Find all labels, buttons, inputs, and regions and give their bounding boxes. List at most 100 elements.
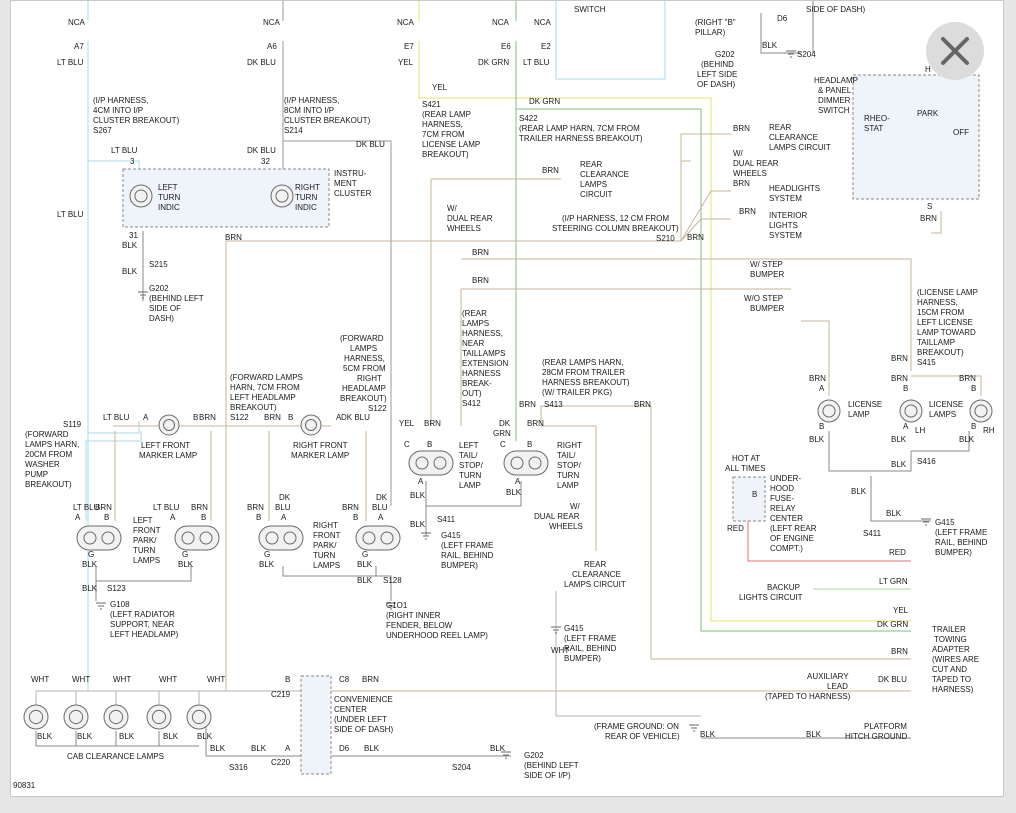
g415-lower-ground-symbol [551, 626, 561, 634]
cab-clearance-lamp-1-filament [28, 709, 44, 725]
left-front-marker-lamp [158, 414, 180, 436]
diagram-label: BRN [920, 214, 937, 223]
diagram-label: RIGHT FRONT [293, 441, 348, 450]
diagram-label: (REAR LAMP HARN, 7CM FROM [519, 124, 640, 133]
diagram-label: YEL [398, 58, 414, 67]
diagram-label: 15CM FROM [917, 308, 964, 317]
diagram-label: TOWING [934, 635, 967, 644]
right-front-park-turn-lamp-2-bulb-b [380, 531, 394, 545]
diagram-label: TAIL/ [557, 451, 576, 460]
diagram-label: 7CM FROM [422, 130, 465, 139]
diagram-label: LICENSE [848, 400, 882, 409]
diagram-label: DK BLU [356, 140, 385, 149]
diagram-label: (REAR LAMP [422, 110, 471, 119]
diagram-label: HARN, 7CM FROM [230, 383, 300, 392]
diagram-label: PUMP [25, 470, 48, 479]
diagram-label: B [104, 513, 109, 522]
diagram-label: LT BLU [153, 503, 180, 512]
diagram-label: BLK [891, 435, 907, 444]
diagram-label: S128 [383, 576, 402, 585]
diagram-label: BREAKOUT) [340, 394, 387, 403]
cab-clearance-lamp-2 [63, 704, 89, 730]
diagram-label: INSTRU- [334, 169, 367, 178]
wire [911, 431, 970, 452]
diagram-label: BRN [472, 276, 489, 285]
wire [870, 476, 931, 522]
diagram-label: DK [279, 493, 291, 502]
diagram-label: G [264, 550, 270, 559]
diagram-label: (FORWARD [25, 430, 69, 439]
diagram-label: HITCH GROUND [845, 732, 907, 741]
license-lamp-rh-filament [974, 404, 988, 418]
wire [931, 211, 942, 234]
diagram-label: BRN [225, 233, 242, 242]
diagram-label: BRN [264, 413, 281, 422]
diagram-label: BLK [809, 435, 825, 444]
diagram-label: BRN [342, 503, 359, 512]
diagram-label: RED [727, 524, 744, 533]
diagram-label: INDIC [295, 203, 317, 212]
diagram-label: UNDER- [770, 474, 801, 483]
diagram-label: (BEHIND LEFT [149, 294, 204, 303]
diagram-label: B [201, 513, 206, 522]
diagram-label: G1O1 [386, 601, 408, 610]
diagram-label: (W/ TRAILER PKG) [542, 388, 612, 397]
g101-ground-symbol [386, 602, 396, 610]
diagram-label: RH [983, 426, 995, 435]
diagram-label: B [427, 440, 432, 449]
right-tail-stop-turn-lamp-bulb-a [510, 456, 524, 470]
diagram-label: TURN [158, 193, 180, 202]
diagram-label: UNDERHOOD REEL LAMP) [386, 631, 488, 640]
diagram-label: S316 [229, 763, 248, 772]
diagram-label: D6 [339, 744, 350, 753]
diagram-label: BLK [77, 732, 93, 741]
diagram-label: BLK [357, 576, 373, 585]
diagram-label: LAMPS [929, 410, 956, 419]
diagram-label: LIGHTS [769, 221, 798, 230]
diagram-label: 32 [261, 157, 270, 166]
close-button[interactable] [926, 22, 984, 80]
diagram-label: S416 [917, 457, 936, 466]
diagram-label: BLK [506, 488, 522, 497]
diagram-label: BRN [472, 248, 489, 257]
diagram-label: A7 [74, 42, 84, 51]
diagram-label: CAB CLEARANCE LAMPS [67, 752, 164, 761]
diagram-label: INDIC [158, 203, 180, 212]
diagram-label: LEFT LICENSE [917, 318, 973, 327]
diagram-label: A [418, 477, 424, 486]
diagram-label: DIMMER [818, 96, 851, 105]
diagram-label: WHT [207, 675, 225, 684]
diagram-label: B [256, 513, 261, 522]
diagram-label: S267 [93, 126, 112, 135]
diagram-label: BLK [119, 732, 135, 741]
diagram-label: PARK [917, 109, 939, 118]
diagram-label: FENDER, BELOW [386, 621, 453, 630]
right-front-park-turn-lamp-1-bulb-a [265, 531, 279, 545]
diagram-label: NEAR [462, 339, 484, 348]
diagram-label: G415 [935, 518, 955, 527]
diagram-label: B [752, 490, 757, 499]
diagram-label: PARK/ [133, 536, 157, 545]
diagram-label: BLK [762, 41, 778, 50]
diagram-label: STAT [864, 124, 883, 133]
left-turn-indicator-lamp-filament [134, 189, 148, 203]
cab-clearance-lamp-1 [23, 704, 49, 730]
diagram-label: BUMPER) [935, 548, 972, 557]
diagram-label: YEL [432, 83, 448, 92]
diagram-label: B [819, 422, 824, 431]
diagram-label: REAR [584, 560, 606, 569]
diagram-label: BLU [372, 503, 388, 512]
diagram-label: BUMPER [750, 270, 784, 279]
wire [35, 731, 199, 747]
diagram-label: BLK [886, 509, 902, 518]
diagram-label: CENTER [334, 705, 367, 714]
diagram-label: HARNESS, [344, 354, 385, 363]
diagram-label: HEADLAMP [342, 384, 386, 393]
left-front-park-turn-lamp-2-bulb-a [181, 531, 195, 545]
diagram-label: LAMPS [462, 319, 489, 328]
diagram-label: C220 [271, 758, 291, 767]
diagram-label: 90831 [13, 781, 36, 790]
diagram-label: HARNESS, [422, 120, 463, 129]
diagram-label: OF ENGINE [770, 534, 814, 543]
diagram-label: DK [499, 419, 511, 428]
